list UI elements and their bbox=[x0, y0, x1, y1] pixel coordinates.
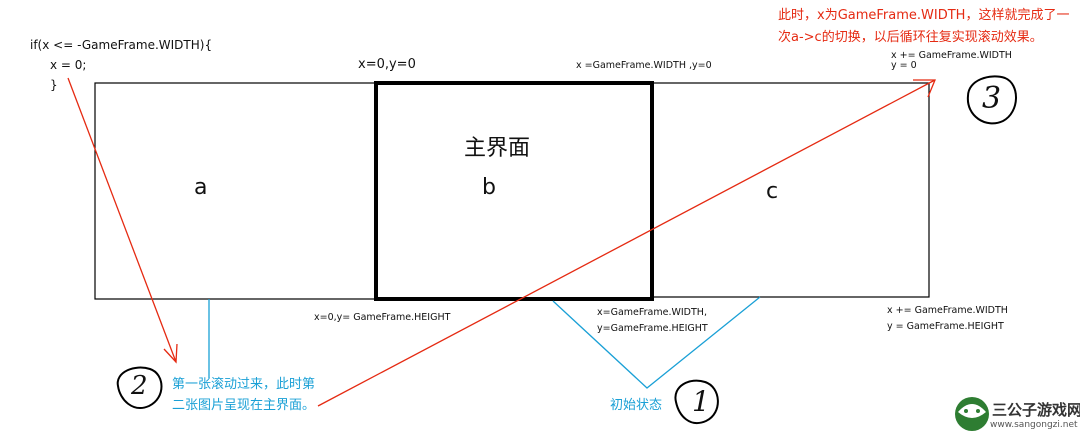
coord-step3-x: x += GameFrame.WIDTH bbox=[891, 50, 1012, 61]
marker-step3-digit: 3 bbox=[982, 81, 1002, 116]
frame-c-label: c bbox=[766, 179, 779, 204]
code-line-1: if(x <= -GameFrame.WIDTH){ bbox=[30, 38, 213, 52]
code-line-3: } bbox=[50, 78, 58, 92]
code-block: if(x <= -GameFrame.WIDTH){ x = 0; } bbox=[30, 38, 212, 98]
frame-a bbox=[94, 82, 376, 300]
coord-b-top: x=0,y=0 bbox=[358, 57, 416, 72]
coord-right-x: x += GameFrame.WIDTH bbox=[887, 305, 1008, 316]
coord-step3-y: y = 0 bbox=[891, 60, 917, 71]
marker-step2-digit: 2 bbox=[131, 371, 148, 401]
coord-c-top: x =GameFrame.WIDTH ,y=0 bbox=[576, 60, 712, 71]
watermark-url: www.sangongzi.net bbox=[990, 420, 1078, 430]
coord-right-y: y = GameFrame.HEIGHT bbox=[887, 321, 1004, 332]
note-step2-line2: 二张图片呈现在主界面。 bbox=[172, 398, 316, 413]
frame-b-label: b bbox=[482, 175, 496, 200]
red-arrow-code-to-step2 bbox=[67, 77, 178, 364]
red-arrow-step2-to-step3 bbox=[317, 79, 936, 407]
frame-a-label: a bbox=[194, 175, 208, 200]
frame-b-main bbox=[374, 81, 654, 301]
code-line-2: x = 0; bbox=[50, 58, 87, 72]
note-step3-line1: 此时，x为GameFrame.WIDTH，这样就完成了一 bbox=[778, 8, 1070, 23]
coord-c-bottom-y: y=GameFrame.HEIGHT bbox=[597, 323, 708, 334]
frame-c bbox=[651, 82, 930, 298]
blue-v-step1 bbox=[552, 296, 761, 389]
coord-c-bottom-x: x=GameFrame.WIDTH, bbox=[597, 307, 707, 318]
note-step1: 初始状态 bbox=[610, 398, 663, 413]
note-step3-line2: 次a->c的切换，以后循环往复实现滚动效果。 bbox=[778, 30, 1043, 45]
watermark-brand: 三公子游戏网 bbox=[992, 401, 1080, 419]
marker-step1-circle bbox=[674, 379, 719, 424]
marker-step1-digit: 1 bbox=[692, 385, 710, 418]
watermark-logo-icon bbox=[955, 397, 989, 431]
coord-b-bottom: x=0,y= GameFrame.HEIGHT bbox=[314, 312, 451, 323]
marker-step3-circle bbox=[966, 75, 1017, 125]
note-step2-line1: 第一张滚动过来，此时第 bbox=[172, 377, 316, 392]
frame-b-title: 主界面 bbox=[464, 136, 531, 161]
marker-step2-circle bbox=[116, 366, 163, 409]
